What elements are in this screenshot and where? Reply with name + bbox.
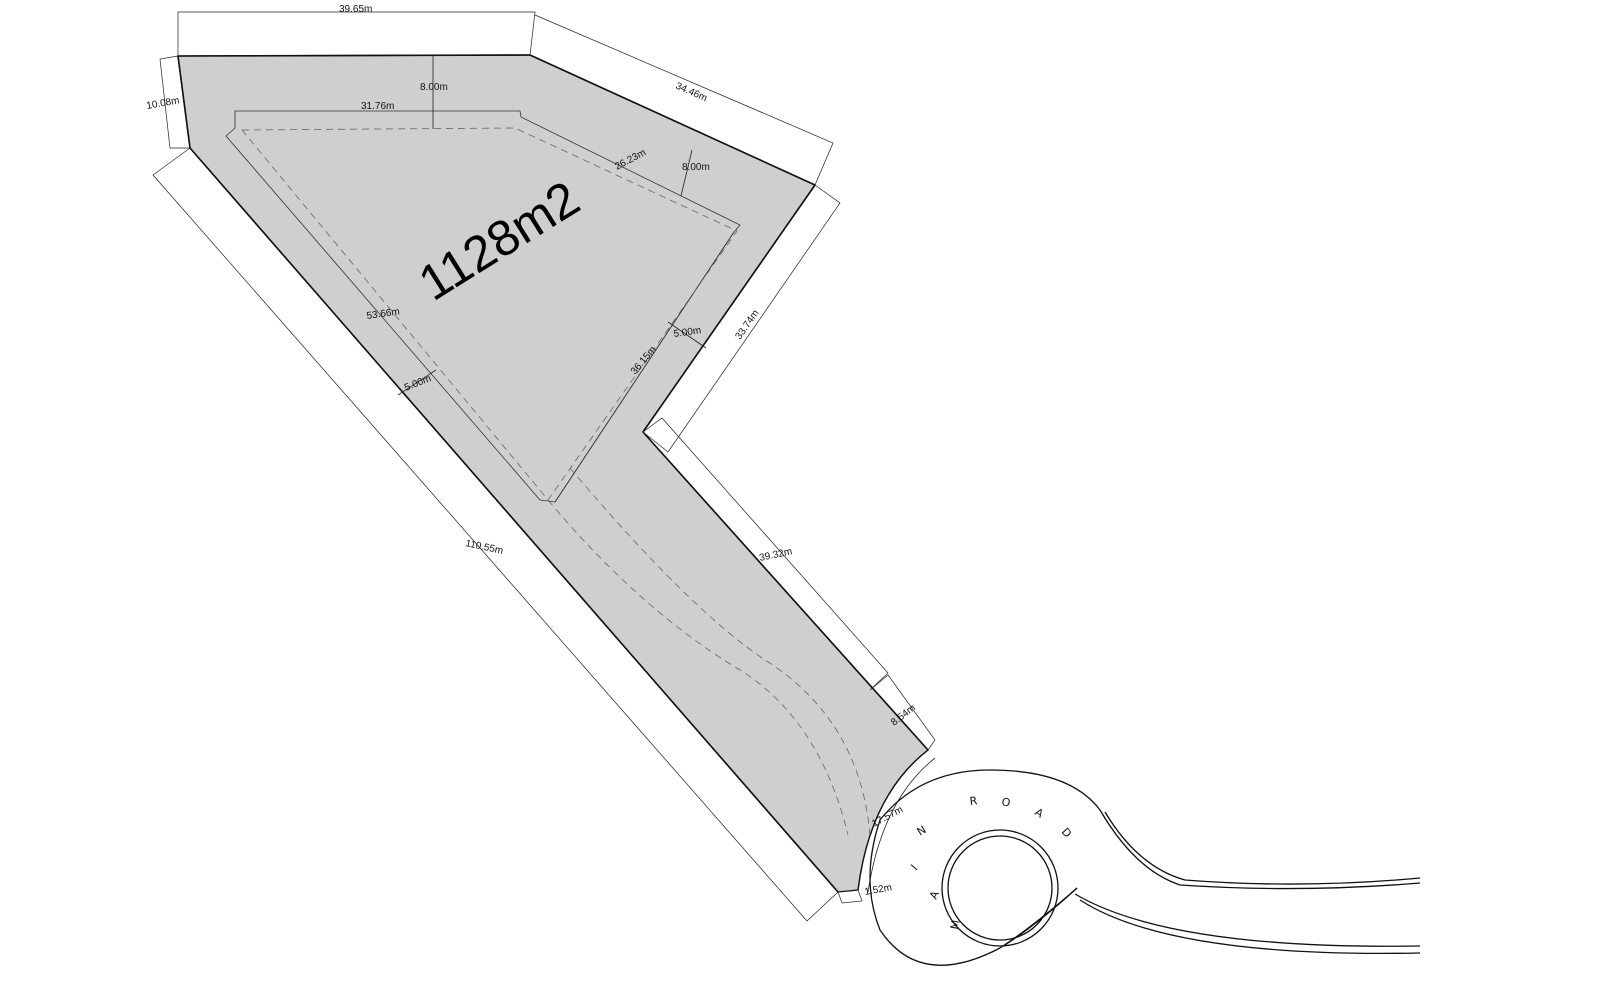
frontage-arc-offset: [867, 757, 936, 893]
building-envelope: [225, 110, 741, 503]
road-name-letters: M A I N R O A D: [908, 794, 1075, 930]
dim-top: 39.65m: [339, 4, 372, 15]
dim-left-long: 110.55m: [464, 538, 504, 557]
road-letter-a: A: [927, 887, 943, 901]
road-letter-o: O: [1000, 795, 1013, 810]
dim-right-lower: 39.32m: [758, 546, 793, 564]
dim-setback-right: 5.00m: [673, 325, 702, 340]
dim-top-right: 34.46m: [674, 81, 709, 105]
road-letter-d: D: [1059, 825, 1076, 841]
dim-setback-right-top: 8.00m: [682, 162, 710, 173]
dim-building-top: 31.76m: [361, 101, 394, 112]
dimension-lines: [152, 11, 936, 922]
road-letter-m: M: [948, 917, 963, 931]
road-letter-n: N: [915, 822, 931, 838]
frontage-arc: [857, 749, 929, 891]
dim-building-left: 53.66m: [366, 306, 401, 322]
main-road: [869, 769, 1421, 966]
setback-ticks: [397, 55, 707, 396]
road-letter-r: R: [969, 794, 980, 808]
dim-setback-top: 8.00m: [420, 82, 448, 93]
dim-left-short: 10.08m: [146, 95, 181, 112]
driveway-path: [547, 467, 871, 836]
road-letter-a2: A: [1032, 806, 1047, 822]
road-letter-i: I: [908, 861, 921, 873]
lot-boundary: [177, 54, 929, 893]
dim-frontage-short: 1.52m: [864, 882, 893, 898]
